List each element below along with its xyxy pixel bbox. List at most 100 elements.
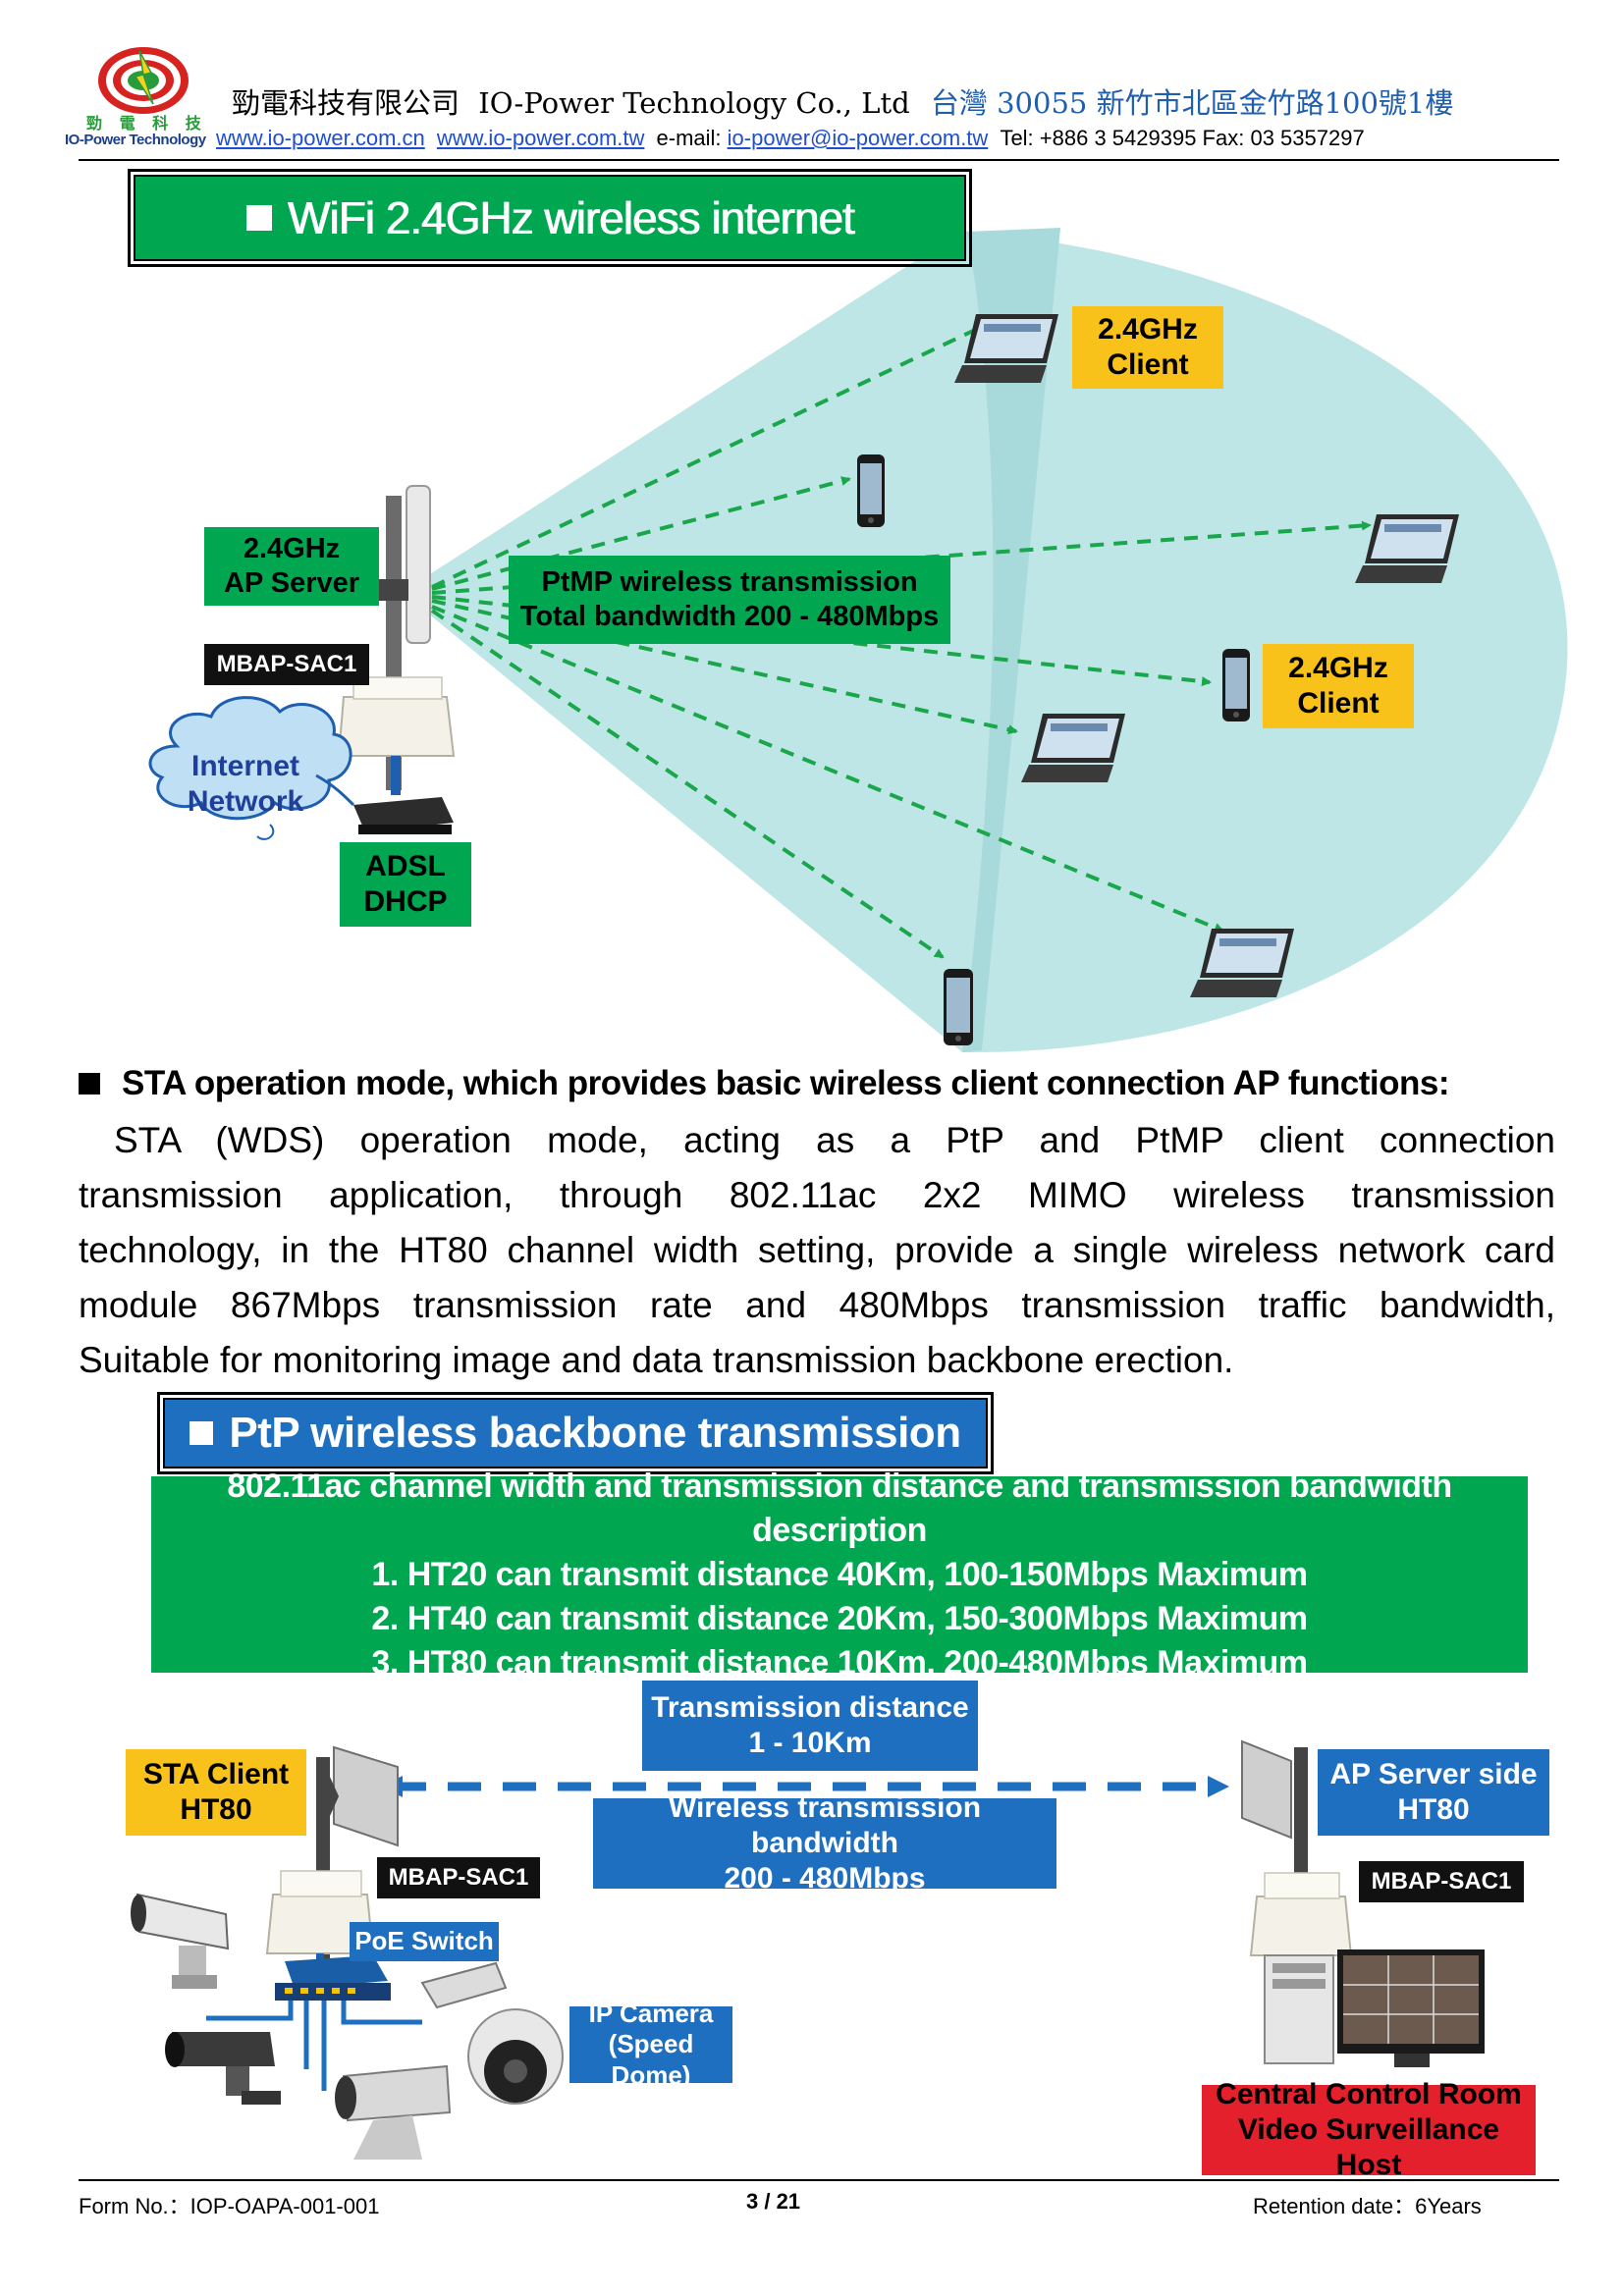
link-laptop-right [431, 520, 1372, 595]
logo-en-text: IO-Power Technology [65, 132, 206, 148]
channel-desc-item: 3. HT80 can transmit distance 10Km, 200-… [371, 1643, 1308, 1682]
bullet-square-icon [189, 1421, 214, 1445]
speed-dome-camera-icon [420, 1961, 564, 2105]
logo-cn-text: 勁 電 科 技 [86, 114, 207, 133]
internet-cloud [148, 696, 352, 821]
distance-line2: 1 - 10Km [748, 1727, 872, 1759]
ap-server-line2: AP Server [223, 567, 360, 599]
client-top-line1: 2.4GHz [1098, 313, 1198, 346]
model-right-label: MBAP-SAC1 [1359, 1861, 1524, 1902]
header-rule [79, 159, 1559, 161]
link-laptop-top [431, 320, 994, 589]
laptop-icon [1355, 512, 1461, 587]
bullet-square-icon [79, 1073, 100, 1095]
company-logo [75, 43, 212, 151]
page-number: 3 / 21 [746, 2189, 801, 2214]
ptmp-line2: Total bandwidth 200 - 480Mbps [519, 601, 940, 632]
section1-title: WiFi 2.4GHz wireless internet [134, 175, 966, 261]
ap-server-line1: 2.4GHz [243, 533, 341, 565]
bandwidth-line2: 200 - 480Mbps [724, 1862, 926, 1895]
ptp-diagram [131, 1739, 1485, 2160]
bandwidth-line1: Wireless transmission bandwidth [668, 1791, 982, 1859]
bullet-square-icon [245, 205, 272, 231]
sta-paragraph: STA (WDS) operation mode, acting as a Pt… [79, 1113, 1555, 1388]
sector-antenna [406, 485, 431, 644]
company-name-cn: 勁電科技有限公司 [232, 86, 460, 120]
company-name-en: IO-Power Technology Co., Ltd [478, 86, 910, 120]
right-ap-device [1249, 1896, 1353, 1956]
adsl-router [353, 797, 454, 832]
phone-icon [856, 454, 886, 528]
sta-line: STA (WDS) operation mode, acting as a Pt… [114, 1120, 1555, 1160]
phone-icon [943, 968, 974, 1046]
ip-camera-line2: (Speed Dome) [608, 2029, 694, 2090]
header-company-line: 勁電科技有限公司 IO-Power Technology Co., Ltd 台灣… [232, 80, 1453, 122]
adsl-line1: ADSL [365, 850, 446, 882]
ptmp-line1: PtMP wireless transmission [541, 566, 918, 599]
poe-switch-device [285, 1955, 388, 1989]
housing-camera-icon [335, 2064, 452, 2160]
laptop-icon [1021, 712, 1127, 786]
laptop-icon [954, 312, 1060, 387]
ip-camera-label: IP Camera(Speed Dome) [569, 1999, 732, 2090]
link-laptop-bottom [431, 605, 1224, 933]
distance-line1: Transmission distance [651, 1691, 969, 1724]
box-camera-icon [165, 2032, 281, 2105]
antenna-bracket [379, 579, 408, 601]
ap-side-line1: AP Server side [1329, 1758, 1538, 1790]
adsl-line2: DHCP [363, 885, 448, 918]
tel-fax: Tel: +886 3 5429395 Fax: 03 5357297 [1000, 126, 1365, 150]
poe-switch-label: PoE Switch [350, 1922, 499, 1961]
sta-client-line1: STA Client [142, 1758, 290, 1790]
channel-desc-box: 802.11ac channel width and transmission … [151, 1468, 1528, 1682]
retention-date: Retention date：6Years [1253, 2194, 1482, 2218]
footer-rule [79, 2179, 1559, 2181]
client-right-line2: Client [1297, 687, 1380, 720]
laptop-icon [1190, 927, 1296, 1001]
header-contact-line: www.io-power.com.cn www.io-power.com.tw … [216, 126, 1365, 151]
client-top-line2: Client [1107, 348, 1189, 381]
model-left-label: MBAP-SAC1 [377, 1857, 540, 1898]
right-dish-antenna [1241, 1739, 1292, 1840]
control-room-line2: Video Surveillance Host [1237, 2113, 1500, 2181]
site-tw-link[interactable]: www.io-power.com.tw [436, 126, 645, 150]
client-right-line1: 2.4GHz [1288, 652, 1388, 684]
sta-client-line2: HT80 [180, 1793, 252, 1826]
internet-line2: Network [187, 785, 304, 818]
sta-heading: STA operation mode, which provides basic… [79, 1064, 1449, 1103]
bullet-camera-icon [131, 1893, 230, 1989]
sta-line: Suitable for monitoring image and data t… [79, 1340, 1234, 1380]
email-label: e-mail: [656, 126, 722, 150]
ap-side-line2: HT80 [1397, 1793, 1470, 1826]
channel-desc-heading: 802.11ac channel width and transmission … [227, 1467, 1452, 1549]
phone-icon [1221, 648, 1251, 722]
ap-device [337, 696, 456, 757]
channel-desc-item: 2. HT40 can transmit distance 20Km, 150-… [371, 1599, 1308, 1637]
email-link[interactable]: io-power@io-power.com.tw [727, 126, 989, 150]
sta-line: transmission application, through 802.11… [79, 1175, 1555, 1215]
surveillance-host-icon [1264, 1949, 1485, 2067]
link-phone-bottom [430, 609, 945, 959]
wifi-diagram [148, 228, 1568, 1053]
sta-line: module 867Mbps transmission rate and 480… [79, 1285, 1555, 1325]
section2-title-box: PtP wireless backbone transmission [157, 1392, 994, 1474]
form-number: Form No.：IOP-OAPA-001-001 [79, 2194, 380, 2218]
section1-title-box: WiFi 2.4GHz wireless internet [128, 169, 972, 267]
channel-desc-item: 1. HT20 can transmit distance 40Km, 100-… [371, 1555, 1308, 1593]
left-dish-antenna [333, 1745, 399, 1847]
company-address: 台灣 30055 新竹市北區金竹路100號1樓 [930, 86, 1454, 120]
control-room-line1: Central Control Room [1216, 2078, 1522, 2110]
sta-line: technology, in the HT80 channel width se… [79, 1230, 1555, 1270]
site-cn-link[interactable]: www.io-power.com.cn [216, 126, 425, 150]
section2-title-text: PtP wireless backbone transmission [229, 1409, 961, 1457]
model-label: MBAP-SAC1 [204, 644, 369, 685]
